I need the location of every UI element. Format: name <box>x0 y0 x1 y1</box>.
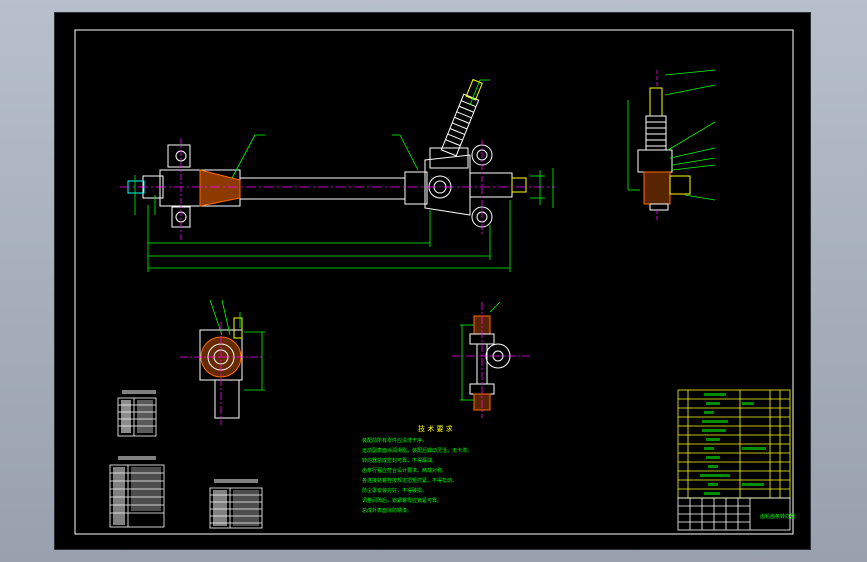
tech-line-8: 总成外表面涂防锈漆。 <box>362 507 412 514</box>
side-view-leaders <box>627 69 716 220</box>
tech-line-5: 各连接处螺栓按规定扭矩拧紧，不得松动。 <box>362 477 457 484</box>
drawing-sheet[interactable] <box>55 13 810 549</box>
title-block[interactable]: 齿轮齿条转向器 <box>677 497 795 531</box>
main-assembly-view[interactable] <box>127 78 527 228</box>
tech-title: 技 术 要 求 <box>418 424 453 433</box>
section-view-b[interactable] <box>469 315 511 411</box>
parameter-table-3 <box>209 479 263 529</box>
title-block-label: 齿轮齿条转向器 <box>760 513 795 520</box>
tech-line-1: 装配前所有零件应清洗干净。 <box>362 437 427 444</box>
tech-line-3: 转向器总成密封可靠，不得漏油。 <box>362 457 437 464</box>
inner-border <box>74 29 794 535</box>
side-view[interactable] <box>637 87 691 211</box>
section-a-dimensions <box>180 299 265 425</box>
parameter-table-2 <box>109 456 165 528</box>
main-view-dimensions <box>120 79 555 272</box>
tech-line-7: 调整间隙后，锁紧螺母应锁紧可靠。 <box>362 497 442 504</box>
parameter-table-1 <box>117 390 157 437</box>
parts-list[interactable] <box>677 389 791 499</box>
section-b-dimensions <box>452 301 530 418</box>
tech-line-4: 齿条行程应符合设计要求，两端对称。 <box>362 467 447 474</box>
tech-line-2: 运动副表面涂润滑脂，装配后转动灵活，无卡滞。 <box>362 447 472 454</box>
technical-requirements: 技 术 要 求 装配前所有零件应清洗干净。 运动副表面涂润滑脂，装配后转动灵活，… <box>362 424 472 514</box>
tech-line-6: 防尘罩安装完好，不得破损。 <box>362 487 427 494</box>
